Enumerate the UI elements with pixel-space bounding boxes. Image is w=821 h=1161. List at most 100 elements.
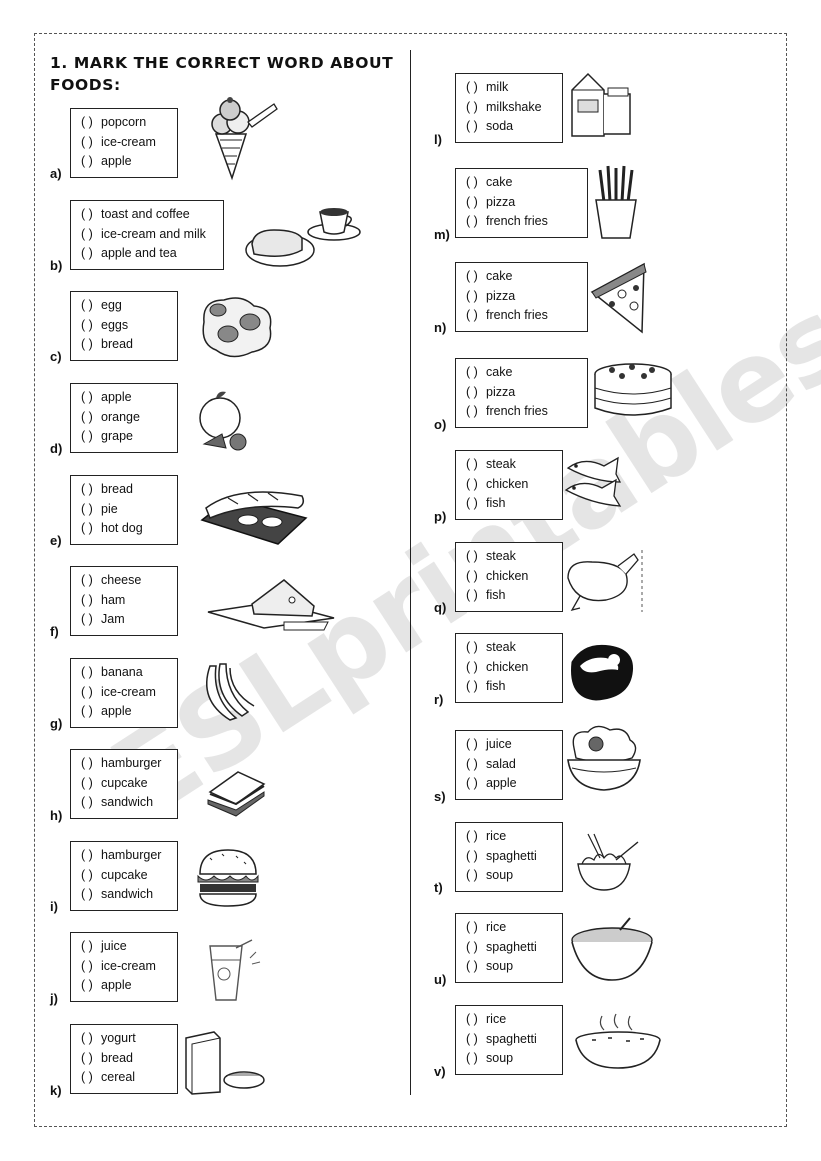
option-row[interactable]: ( )apple (466, 774, 556, 794)
option-row[interactable]: ( )french fries (466, 212, 581, 232)
option-row[interactable]: ( )soup (466, 1049, 556, 1069)
answer-paren[interactable]: ( ) (81, 1070, 93, 1084)
option-row[interactable]: ( )french fries (466, 306, 581, 326)
option-row[interactable]: ( )apple (81, 388, 171, 408)
option-row[interactable]: ( )pizza (466, 193, 581, 213)
answer-paren[interactable]: ( ) (81, 337, 93, 351)
option-row[interactable]: ( )juice (466, 735, 556, 755)
answer-paren[interactable]: ( ) (466, 99, 478, 114)
answer-paren[interactable]: ( ) (81, 115, 93, 129)
option-row[interactable]: ( )milkshake (466, 98, 556, 118)
answer-paren[interactable]: ( ) (466, 308, 478, 322)
option-row[interactable]: ( )apple (81, 702, 171, 722)
option-row[interactable]: ( )toast and coffee (81, 205, 217, 225)
answer-paren[interactable]: ( ) (81, 795, 93, 809)
option-row[interactable]: ( )spaghetti (466, 1030, 556, 1050)
answer-paren[interactable]: ( ) (81, 612, 93, 626)
option-row[interactable]: ( )grape (81, 427, 171, 447)
option-row[interactable]: ( )soup (466, 957, 556, 977)
option-row[interactable]: ( )egg (81, 296, 171, 316)
answer-paren[interactable]: ( ) (466, 679, 478, 693)
option-row[interactable]: ( )eggs (81, 316, 171, 336)
answer-paren[interactable]: ( ) (81, 573, 93, 587)
answer-paren[interactable]: ( ) (81, 958, 93, 973)
option-row[interactable]: ( )steak (466, 547, 556, 567)
answer-paren[interactable]: ( ) (466, 404, 478, 418)
answer-paren[interactable]: ( ) (81, 1031, 93, 1045)
option-row[interactable]: ( )cake (466, 267, 581, 287)
answer-paren[interactable]: ( ) (466, 457, 478, 471)
answer-paren[interactable]: ( ) (466, 868, 478, 882)
answer-paren[interactable]: ( ) (81, 978, 93, 992)
option-row[interactable]: ( )cake (466, 173, 581, 193)
answer-paren[interactable]: ( ) (466, 288, 478, 303)
option-row[interactable]: ( )rice (466, 1010, 556, 1030)
option-row[interactable]: ( )pizza (466, 287, 581, 307)
answer-paren[interactable]: ( ) (466, 269, 478, 283)
answer-paren[interactable]: ( ) (81, 848, 93, 862)
option-row[interactable]: ( )rice (466, 827, 556, 847)
option-row[interactable]: ( )apple (81, 152, 171, 172)
option-row[interactable]: ( )bread (81, 335, 171, 355)
option-row[interactable]: ( )chicken (466, 658, 556, 678)
answer-paren[interactable]: ( ) (466, 640, 478, 654)
answer-paren[interactable]: ( ) (466, 1051, 478, 1065)
option-row[interactable]: ( )sandwich (81, 885, 171, 905)
answer-paren[interactable]: ( ) (466, 549, 478, 563)
answer-paren[interactable]: ( ) (81, 867, 93, 882)
answer-paren[interactable]: ( ) (466, 776, 478, 790)
option-row[interactable]: ( )pizza (466, 383, 581, 403)
option-row[interactable]: ( )bread (81, 1049, 171, 1069)
option-row[interactable]: ( )pie (81, 500, 171, 520)
answer-paren[interactable]: ( ) (81, 887, 93, 901)
answer-paren[interactable]: ( ) (466, 194, 478, 209)
option-row[interactable]: ( )hamburger (81, 846, 171, 866)
option-row[interactable]: ( )apple (81, 976, 171, 996)
option-row[interactable]: ( )ice-cream (81, 133, 171, 153)
option-row[interactable]: ( )juice (81, 937, 171, 957)
option-row[interactable]: ( )cereal (81, 1068, 171, 1088)
answer-paren[interactable]: ( ) (466, 959, 478, 973)
answer-paren[interactable]: ( ) (466, 476, 478, 491)
answer-paren[interactable]: ( ) (466, 365, 478, 379)
answer-paren[interactable]: ( ) (466, 737, 478, 751)
answer-paren[interactable]: ( ) (466, 384, 478, 399)
option-row[interactable]: ( )ice-cream and milk (81, 225, 217, 245)
option-row[interactable]: ( )banana (81, 663, 171, 683)
option-row[interactable]: ( )ice-cream (81, 683, 171, 703)
option-row[interactable]: ( )rice (466, 918, 556, 938)
answer-paren[interactable]: ( ) (81, 775, 93, 790)
option-row[interactable]: ( )sandwich (81, 793, 171, 813)
option-row[interactable]: ( )popcorn (81, 113, 171, 133)
option-row[interactable]: ( )cupcake (81, 774, 171, 794)
option-row[interactable]: ( )chicken (466, 567, 556, 587)
option-row[interactable]: ( )yogurt (81, 1029, 171, 1049)
answer-paren[interactable]: ( ) (81, 429, 93, 443)
answer-paren[interactable]: ( ) (81, 1050, 93, 1065)
answer-paren[interactable]: ( ) (81, 134, 93, 149)
option-row[interactable]: ( )fish (466, 494, 556, 514)
option-row[interactable]: ( )bread (81, 480, 171, 500)
option-row[interactable]: ( )cupcake (81, 866, 171, 886)
answer-paren[interactable]: ( ) (81, 154, 93, 168)
answer-paren[interactable]: ( ) (81, 521, 93, 535)
option-row[interactable]: ( )spaghetti (466, 938, 556, 958)
option-row[interactable]: ( )hot dog (81, 519, 171, 539)
option-row[interactable]: ( )hamburger (81, 754, 171, 774)
option-row[interactable]: ( )salad (466, 755, 556, 775)
option-row[interactable]: ( )fish (466, 586, 556, 606)
answer-paren[interactable]: ( ) (466, 568, 478, 583)
answer-paren[interactable]: ( ) (466, 1012, 478, 1026)
answer-paren[interactable]: ( ) (466, 920, 478, 934)
answer-paren[interactable]: ( ) (466, 829, 478, 843)
answer-paren[interactable]: ( ) (81, 756, 93, 770)
answer-paren[interactable]: ( ) (81, 409, 93, 424)
answer-paren[interactable]: ( ) (81, 317, 93, 332)
answer-paren[interactable]: ( ) (466, 1031, 478, 1046)
option-row[interactable]: ( )ice-cream (81, 957, 171, 977)
option-row[interactable]: ( )soda (466, 117, 556, 137)
answer-paren[interactable]: ( ) (466, 588, 478, 602)
answer-paren[interactable]: ( ) (81, 246, 93, 260)
option-row[interactable]: ( )chicken (466, 475, 556, 495)
option-row[interactable]: ( )cheese (81, 571, 171, 591)
